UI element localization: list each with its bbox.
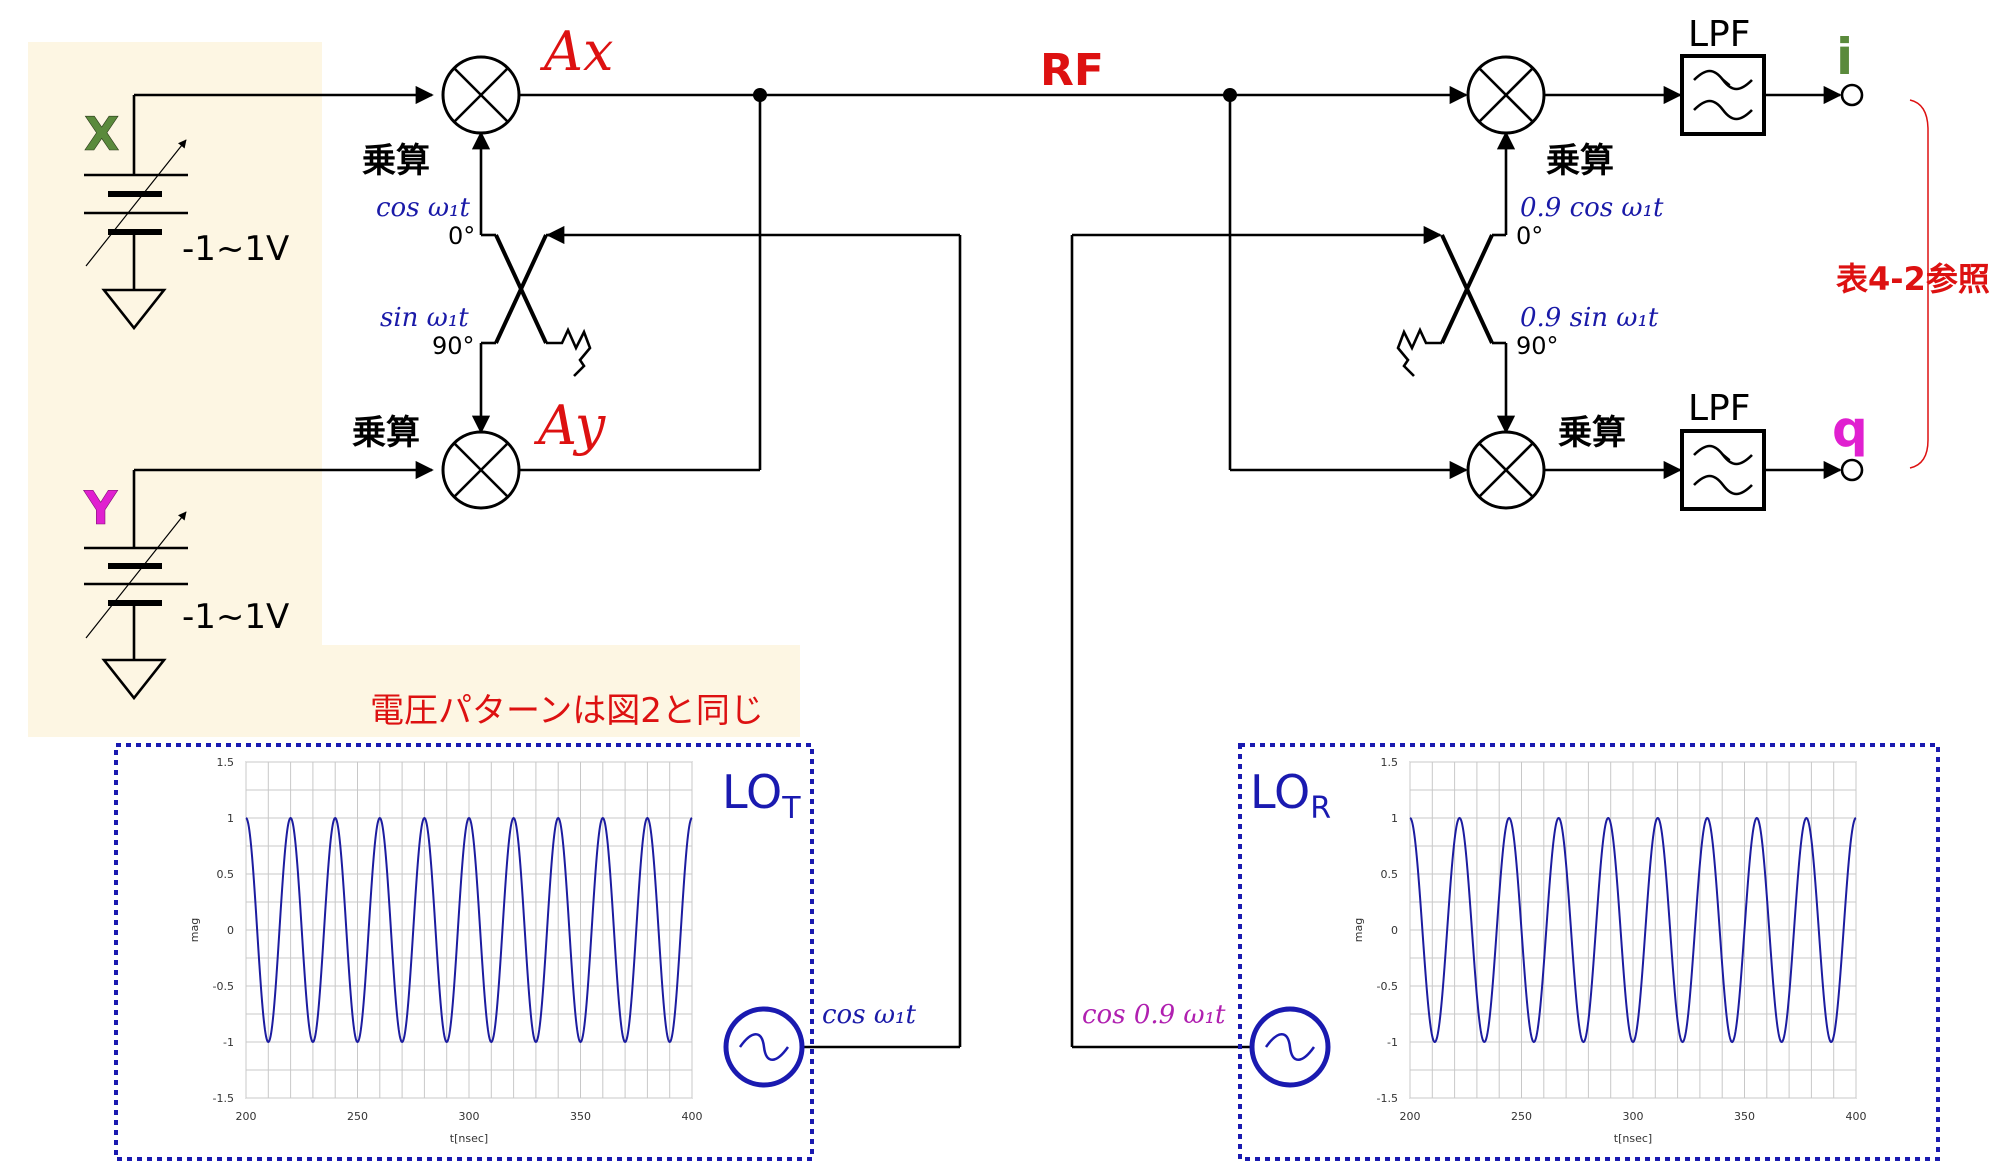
tx-quadrature-splitter [471, 131, 962, 1049]
x-tick-label: 250 [347, 1110, 368, 1123]
mixer-x [441, 55, 521, 135]
lo-r-oscillator [1249, 1006, 1331, 1088]
lo-t-signal: cos ω₁t [822, 1000, 916, 1030]
output-bracket [1909, 99, 1929, 469]
waveform-line [1409, 816, 1857, 1044]
output-ax-label: Ax [539, 20, 613, 83]
y-tick-label: 1.5 [217, 756, 235, 769]
y-tick-label: 0 [227, 924, 234, 937]
rx-phase-90: 90° [1516, 332, 1559, 360]
tx-splitter-sin: sin ω₁t [380, 303, 469, 333]
y-tick-label: -1 [223, 1036, 234, 1049]
source-x-range: -1~1V [182, 229, 289, 269]
x-tick-label: 400 [682, 1110, 703, 1123]
lpf-i [1544, 54, 1864, 136]
waveform-line [245, 816, 693, 1044]
lo-t-waveform-chart: 200 250 300 350 400 1.5 1 0.5 0 -0.5 -1 -1.5 t[nsec]… [188, 756, 703, 1145]
x-tick-label: 250 [1511, 1110, 1532, 1123]
mixer-x-label: 乗算 [362, 141, 430, 181]
x-tick-label: 200 [236, 1110, 257, 1123]
rx-quadrature-splitter [1070, 131, 1516, 1049]
mixer-i [1466, 55, 1546, 135]
lo-t-label: LOT [722, 765, 801, 826]
y-axis-label: mag [1352, 918, 1365, 942]
lpf-q [1544, 429, 1864, 511]
lo-r-box [1238, 743, 1940, 1161]
lo-r-label: LOR [1250, 765, 1331, 826]
lpf-q-label: LPF [1688, 388, 1750, 429]
x-tick-label: 200 [1400, 1110, 1421, 1123]
y-tick-label: -0.5 [1377, 980, 1398, 993]
source-highlight-area [28, 42, 800, 737]
rx-splitter-sin: 0.9 sin ω₁t [1520, 303, 1659, 333]
source-x-label: X [84, 107, 119, 161]
y-tick-label: -1.5 [213, 1092, 234, 1105]
rx-splitter-cos: 0.9 cos ω₁t [1520, 193, 1664, 223]
rf-label: RF [1040, 45, 1104, 96]
lo-r-waveform-chart: 200 250 300 350 400 1.5 1 0.5 0 -0.5 -1 -1.5 t[nsec]… [1352, 756, 1867, 1145]
y-tick-label: 1.5 [1381, 756, 1399, 769]
mixer-y [441, 430, 521, 510]
y-tick-label: -1.5 [1377, 1092, 1398, 1105]
lo-t-oscillator [723, 1006, 805, 1088]
y-tick-label: 1 [1391, 812, 1398, 825]
source-y-label: Y [83, 481, 118, 535]
x-tick-label: 300 [459, 1110, 480, 1123]
lpf-i-label: LPF [1688, 14, 1750, 55]
voltage-pattern-note: 電圧パターンは図2と同じ [370, 691, 764, 731]
y-tick-label: -0.5 [213, 980, 234, 993]
x-tick-label: 300 [1623, 1110, 1644, 1123]
mixer-q [1466, 430, 1546, 510]
x-axis-label: t[nsec] [450, 1132, 488, 1145]
x-tick-label: 350 [1734, 1110, 1755, 1123]
lo-r-signal: cos 0.9 ω₁t [1082, 1000, 1226, 1030]
mixer-i-label: 乗算 [1546, 141, 1614, 181]
y-tick-label: 0 [1391, 924, 1398, 937]
output-i-label: i [1836, 28, 1853, 86]
tx-phase-90: 90° [432, 332, 475, 360]
tx-phase-0: 0° [448, 222, 475, 250]
table-reference: 表4-2参照 [1836, 260, 1990, 298]
x-tick-label: 400 [1846, 1110, 1867, 1123]
mixer-y-label: 乗算 [352, 413, 420, 453]
mixer-q-label: 乗算 [1558, 413, 1626, 453]
y-tick-label: 0.5 [217, 868, 235, 881]
x-tick-label: 350 [570, 1110, 591, 1123]
y-axis-label: mag [188, 918, 201, 942]
tx-splitter-cos: cos ω₁t [376, 193, 470, 223]
output-ay-label: Ay [533, 394, 607, 457]
voltage-source-y [84, 460, 434, 701]
y-tick-label: 1 [227, 812, 234, 825]
source-y-range: -1~1V [182, 597, 289, 637]
y-tick-label: -1 [1387, 1036, 1398, 1049]
voltage-source-x [84, 85, 434, 331]
lo-t-box [114, 743, 814, 1161]
output-q-label: q [1832, 400, 1868, 458]
rx-phase-0: 0° [1516, 222, 1543, 250]
x-axis-label: t[nsec] [1614, 1132, 1652, 1145]
y-tick-label: 0.5 [1381, 868, 1399, 881]
